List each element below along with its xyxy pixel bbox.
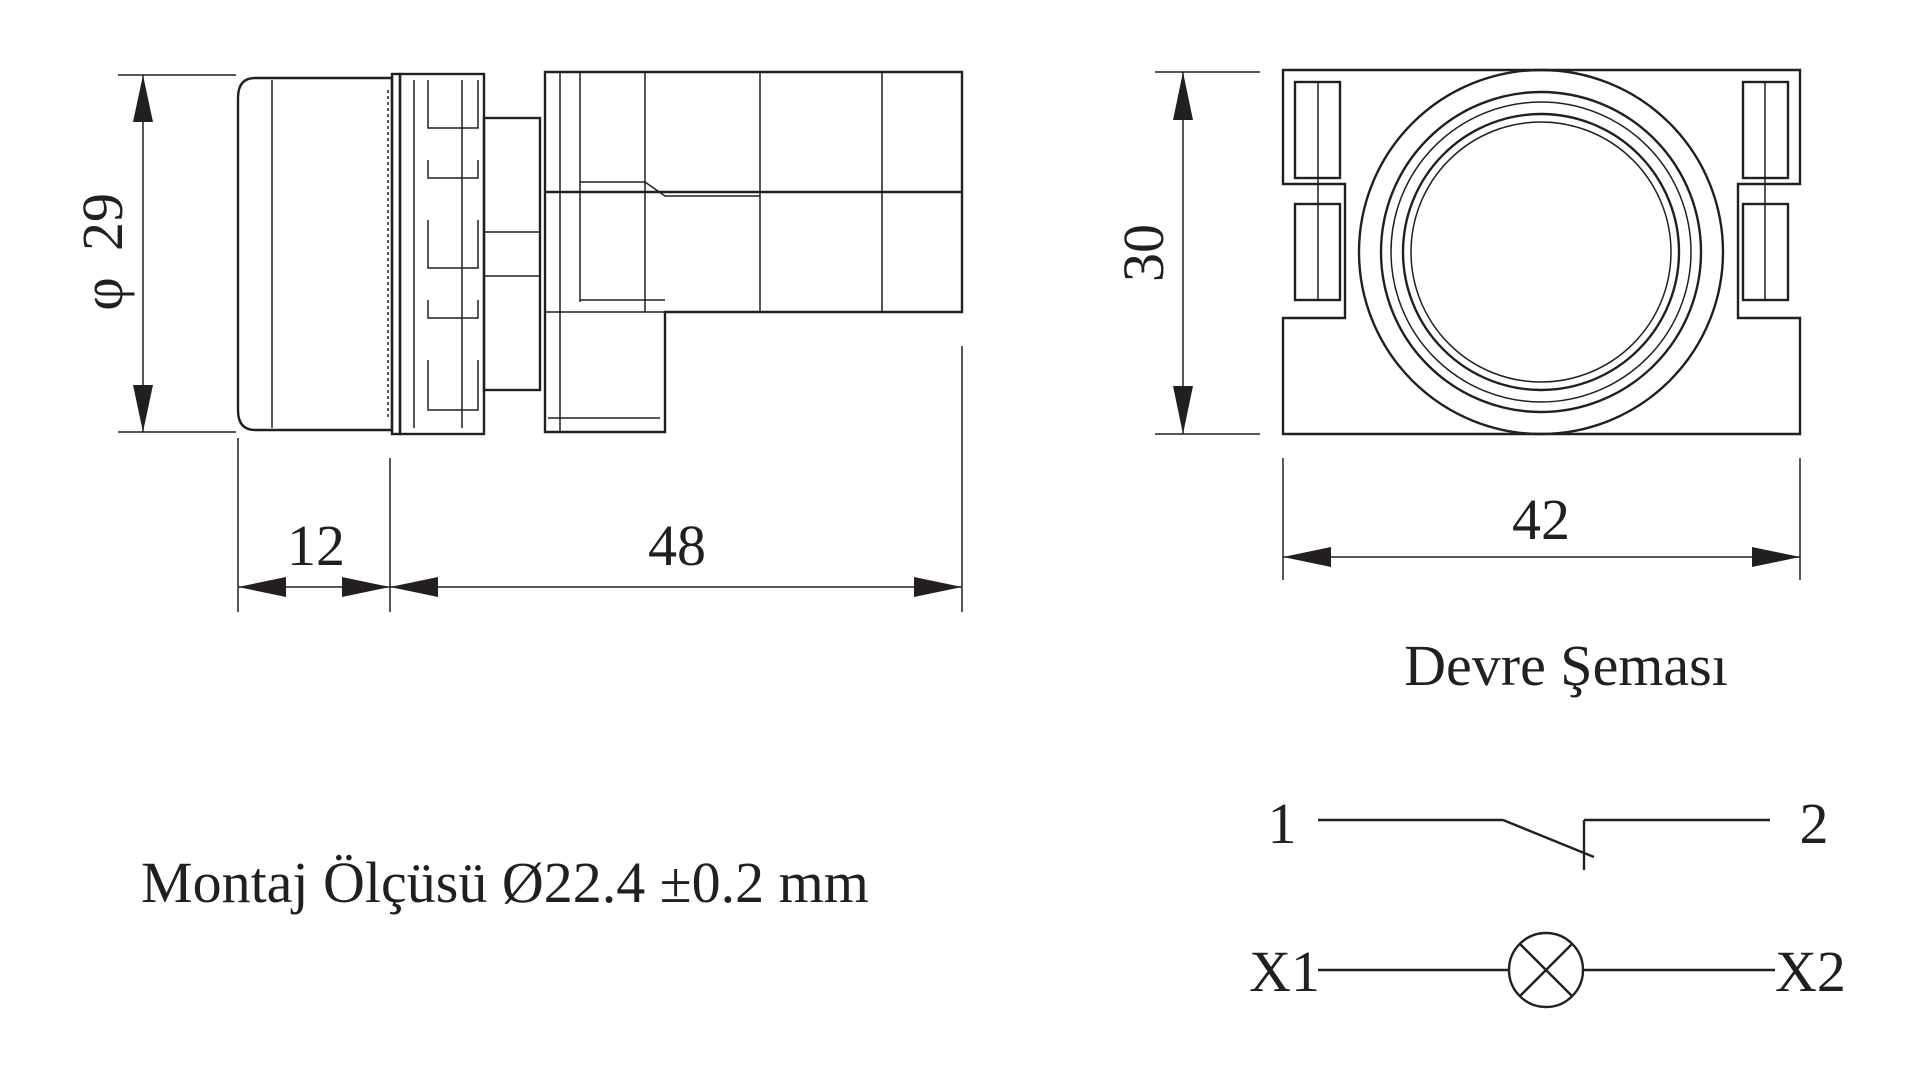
button-bezel [1379, 90, 1703, 414]
height-dimension: 30 [1111, 71, 1260, 435]
nut-teeth [413, 80, 479, 428]
side-view: φ 29 12 48 [70, 70, 964, 612]
lamp-symbol [1318, 931, 1775, 1009]
mounting-note: Montaj Ölçüsü Ø22.4 ±0.2 mm [141, 850, 869, 915]
width-label: 42 [1512, 487, 1570, 552]
front-view: 30 42 [1111, 68, 1802, 580]
diameter-symbol: φ [70, 277, 135, 310]
circuit-title: Devre Şeması [1404, 633, 1728, 698]
circuit-diagram: Devre Şeması 1 2 X1 X2 [1249, 633, 1846, 1009]
lamp-terminal-x1-label: X1 [1249, 939, 1320, 1004]
terminal-1-label: 1 [1268, 791, 1297, 856]
dim-front-label: 12 [287, 513, 345, 578]
lamp-terminal-x2-label: X2 [1775, 939, 1846, 1004]
width-dimension: 42 [1282, 458, 1801, 580]
mounting-bracket [1281, 68, 1802, 436]
contact-block [543, 70, 964, 434]
button-inner-ring [1390, 101, 1692, 403]
button-face [1401, 112, 1681, 392]
neck [482, 116, 542, 392]
length-dimensions: 12 48 [237, 346, 963, 612]
terminal-2-label: 2 [1800, 791, 1829, 856]
dim-body-label: 48 [648, 513, 706, 578]
front-cap [236, 76, 394, 432]
switch-symbol [1318, 818, 1770, 870]
height-label: 30 [1111, 224, 1176, 282]
button-outer-ring [1357, 68, 1725, 436]
diameter-label: 29 [70, 193, 135, 251]
diameter-dimension: φ 29 [70, 74, 236, 433]
